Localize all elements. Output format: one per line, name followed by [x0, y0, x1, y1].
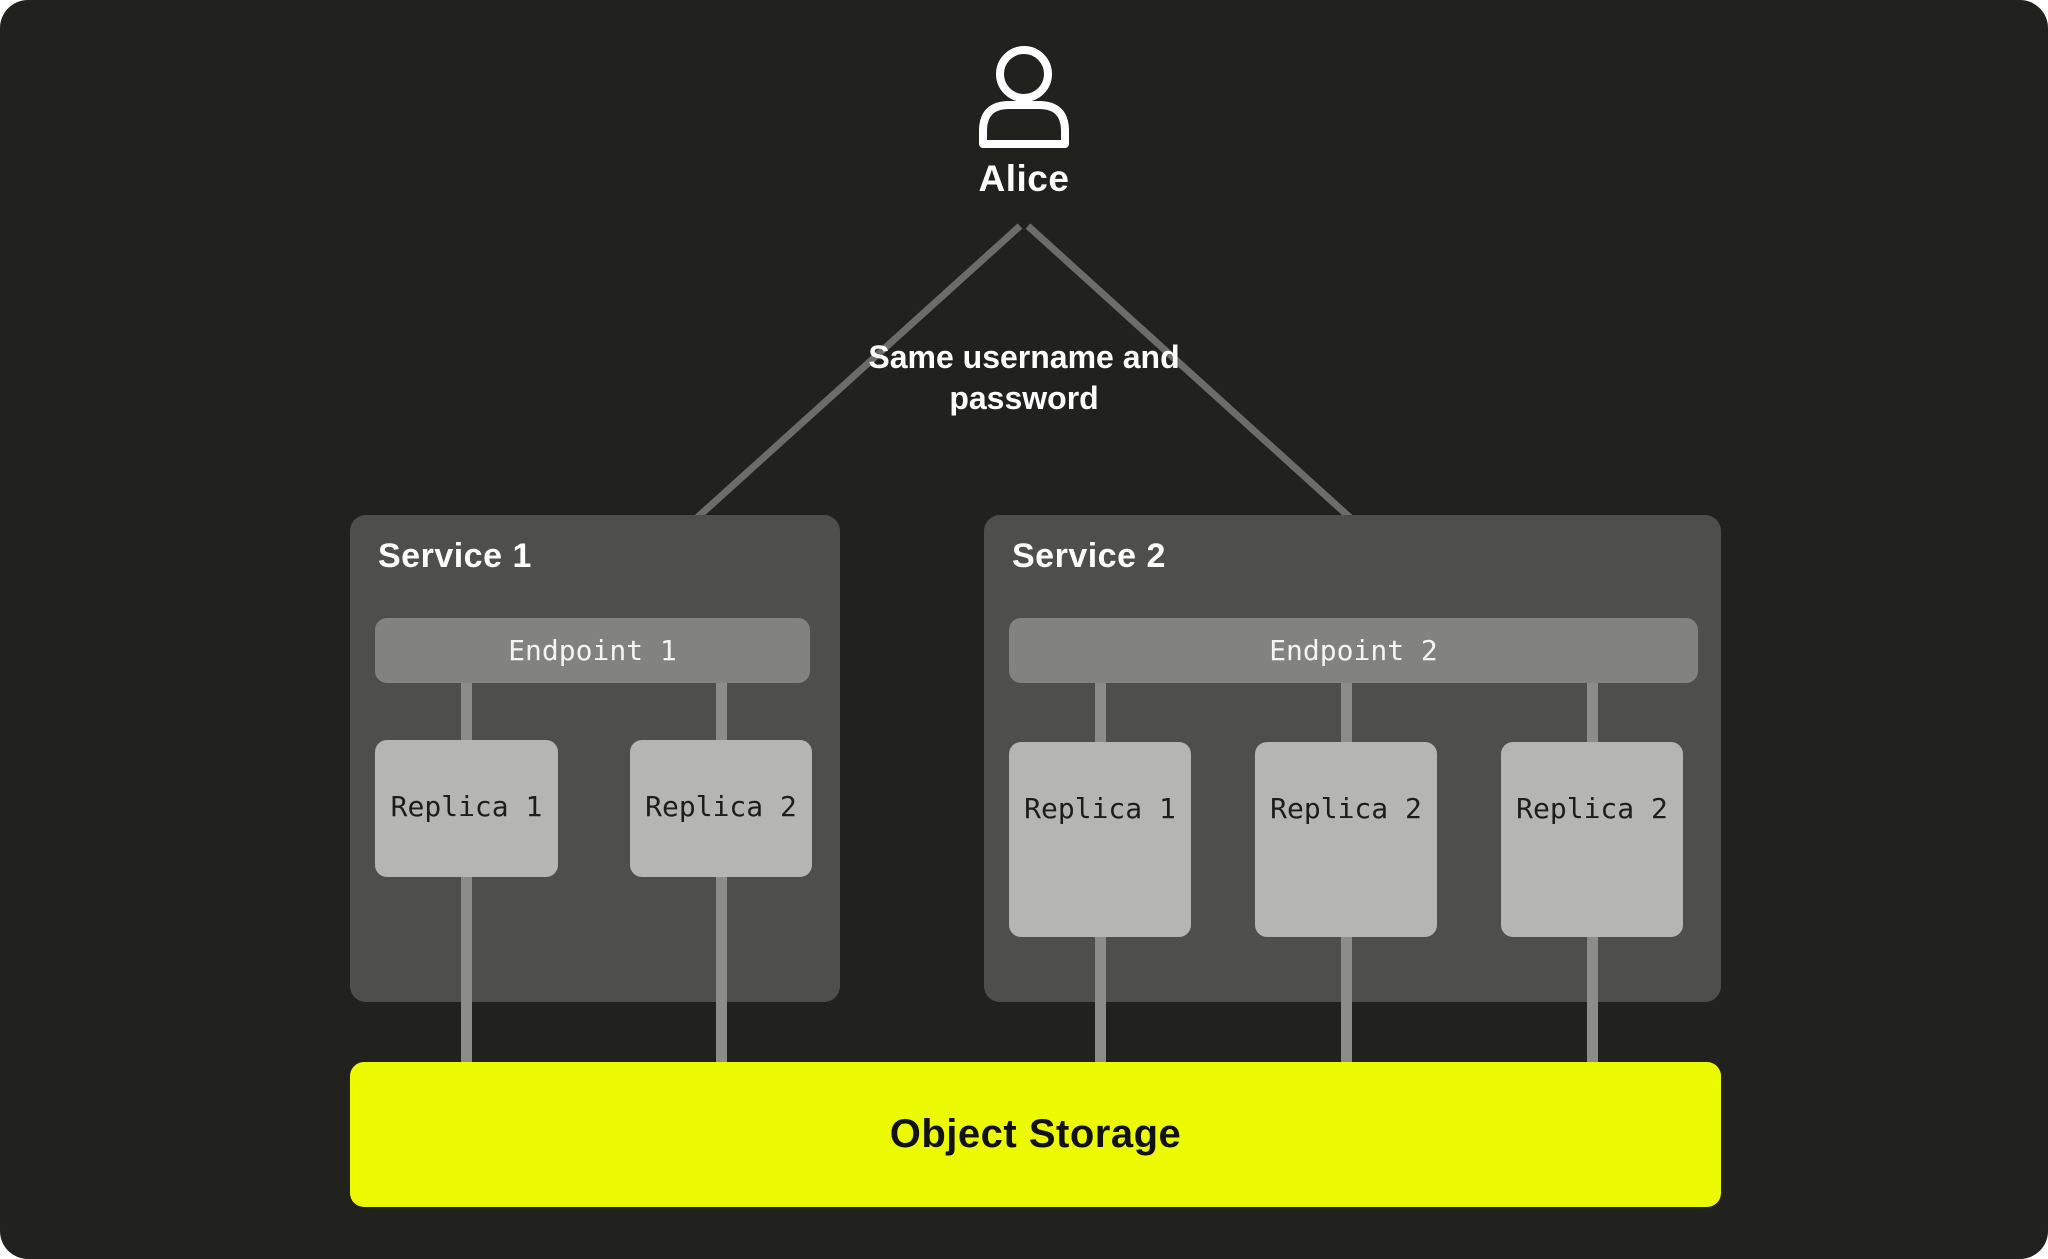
connector-line	[461, 1002, 472, 1062]
replica-box: Replica 2	[1255, 742, 1437, 937]
service-2-title: Service 2	[1012, 537, 1166, 575]
annotation-text: Same username and password	[868, 339, 1180, 416]
service-1-title: Service 1	[378, 537, 532, 575]
person-icon	[979, 46, 1069, 148]
object-storage-bar: Object Storage	[350, 1062, 1721, 1207]
service-2-box: Service 2 Endpoint 2 Replica 1 Replica 2…	[984, 515, 1721, 1002]
connector-line	[1094, 1002, 1106, 1062]
replica-box: Replica 1	[375, 740, 558, 877]
connector-line	[1586, 1002, 1598, 1062]
connector-line	[1340, 1002, 1352, 1062]
endpoint-1-bar: Endpoint 1	[375, 618, 810, 683]
replica-box: Replica 2	[630, 740, 812, 877]
replica-box: Replica 1	[1009, 742, 1191, 937]
endpoint-2-bar: Endpoint 2	[1009, 618, 1698, 683]
user-name-label: Alice	[978, 158, 1070, 199]
connector-line	[715, 1002, 727, 1062]
service-1-box: Service 1 Endpoint 1 Replica 1 Replica 2	[350, 515, 840, 1002]
replica-box: Replica 2	[1501, 742, 1683, 937]
